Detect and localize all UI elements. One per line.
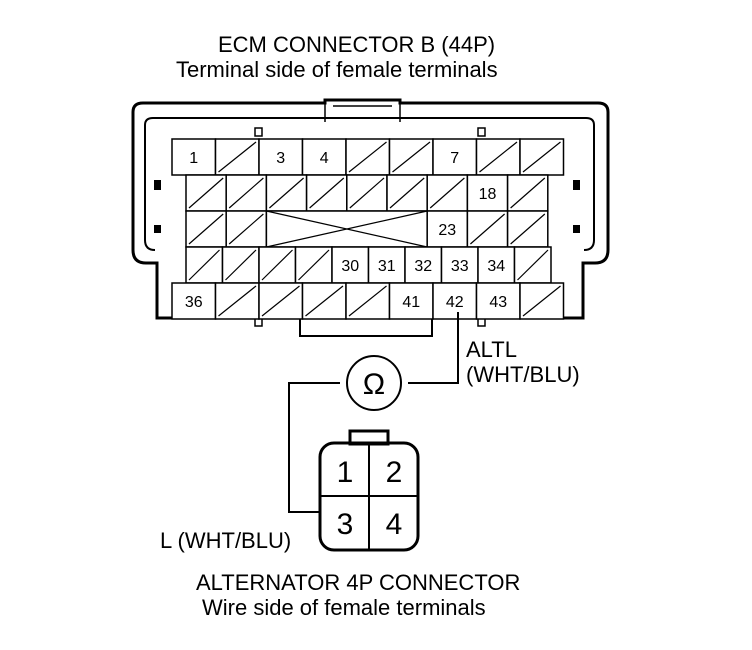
ecm-terminal-number: 43	[489, 294, 507, 311]
ecm-empty-cavity	[221, 246, 260, 284]
ohm-symbol: Ω	[363, 368, 385, 401]
altl-wire-color: (WHT/BLU)	[466, 362, 580, 387]
ecm-empty-cavity	[214, 138, 260, 176]
ecm-terminal: 18	[466, 174, 509, 212]
ecm-empty-cavity	[519, 282, 565, 320]
ecm-empty-cavity	[185, 210, 227, 248]
ecm-connector-subtitle: Terminal side of female terminals	[176, 57, 498, 82]
ecm-empty-cavity	[506, 174, 549, 212]
alternator-connector: 1 2 3 4	[318, 429, 420, 552]
ecm-empty-cavity	[185, 174, 227, 212]
ecm-terminal-number: 18	[479, 186, 497, 203]
test-wiring: Ω	[288, 312, 459, 513]
ecm-terminal: 7	[432, 138, 478, 176]
ecm-blank-block	[265, 210, 428, 248]
ecm-terminal-number: 41	[402, 294, 420, 311]
ecm-terminal: 30	[331, 246, 370, 284]
ecm-terminal-number: 4	[320, 150, 329, 167]
ecm-terminal-number: 30	[341, 258, 359, 275]
ecm-connector-title: ECM CONNECTOR B (44P)	[218, 32, 495, 57]
ecm-connector-housing	[131, 98, 610, 337]
ecm-empty-cavity	[519, 138, 565, 176]
ecm-empty-cavity	[225, 174, 268, 212]
ecm-terminal: 4	[301, 138, 347, 176]
ecm-empty-cavity	[301, 282, 347, 320]
alternator-connector-subtitle: Wire side of female terminals	[202, 595, 486, 620]
ecm-empty-cavity	[258, 282, 304, 320]
ecm-terminal-number: 36	[185, 294, 203, 311]
ohmmeter-icon	[346, 355, 402, 411]
alt-pin-2: 2	[386, 456, 403, 489]
ecm-empty-cavity	[386, 174, 428, 212]
ecm-empty-cavity	[345, 282, 391, 320]
ecm-terminal-number: 34	[487, 258, 505, 275]
ecm-empty-cavity	[294, 246, 333, 284]
ecm-terminal: 1	[171, 138, 217, 176]
ecm-empty-cavity	[513, 246, 552, 284]
ecm-empty-cavity	[214, 282, 260, 320]
ecm-empty-cavity	[426, 174, 469, 212]
ecm-empty-cavity	[475, 138, 521, 176]
ecm-terminal: 23	[426, 210, 469, 248]
ecm-terminal-number: 7	[450, 150, 459, 167]
alt-pin-3: 3	[337, 508, 354, 541]
ecm-terminal: 32	[404, 246, 443, 284]
ecm-terminal: 36	[171, 282, 217, 320]
ecm-terminal: 43	[475, 282, 521, 320]
ecm-terminal: 42	[432, 282, 478, 320]
ecm-terminal-number: 42	[446, 294, 464, 311]
ecm-empty-cavity	[466, 210, 509, 248]
altl-terminal-label: ALTL	[466, 337, 517, 362]
l-terminal-label: L (WHT/BLU)	[160, 528, 291, 553]
ecm-terminal: 41	[388, 282, 434, 320]
ecm-empty-cavity	[345, 138, 391, 176]
ecm-terminal-number: 32	[414, 258, 432, 275]
ecm-empty-cavity	[305, 174, 348, 212]
ecm-empty-cavity	[346, 174, 388, 212]
ecm-empty-cavity	[225, 210, 268, 248]
ecm-empty-cavity	[185, 246, 224, 284]
ecm-empty-cavity	[258, 246, 297, 284]
alt-pin-1: 1	[337, 456, 354, 489]
ecm-empty-cavity	[265, 174, 308, 212]
ecm-terminal: 3	[258, 138, 304, 176]
ecm-terminal-number: 1	[189, 150, 198, 167]
ecm-empty-cavity	[506, 210, 549, 248]
ecm-terminal: 33	[440, 246, 479, 284]
alt-pin-4: 4	[386, 508, 403, 541]
alternator-connector-title: ALTERNATOR 4P CONNECTOR	[196, 570, 520, 595]
ecm-terminal-number: 3	[276, 150, 285, 167]
ecm-terminal: 31	[367, 246, 406, 284]
ecm-terminal-number: 23	[438, 222, 456, 239]
ecm-terminal-number: 33	[451, 258, 469, 275]
ecm-terminal-number: 31	[378, 258, 396, 275]
ecm-terminal: 34	[477, 246, 516, 284]
ecm-empty-cavity	[388, 138, 434, 176]
